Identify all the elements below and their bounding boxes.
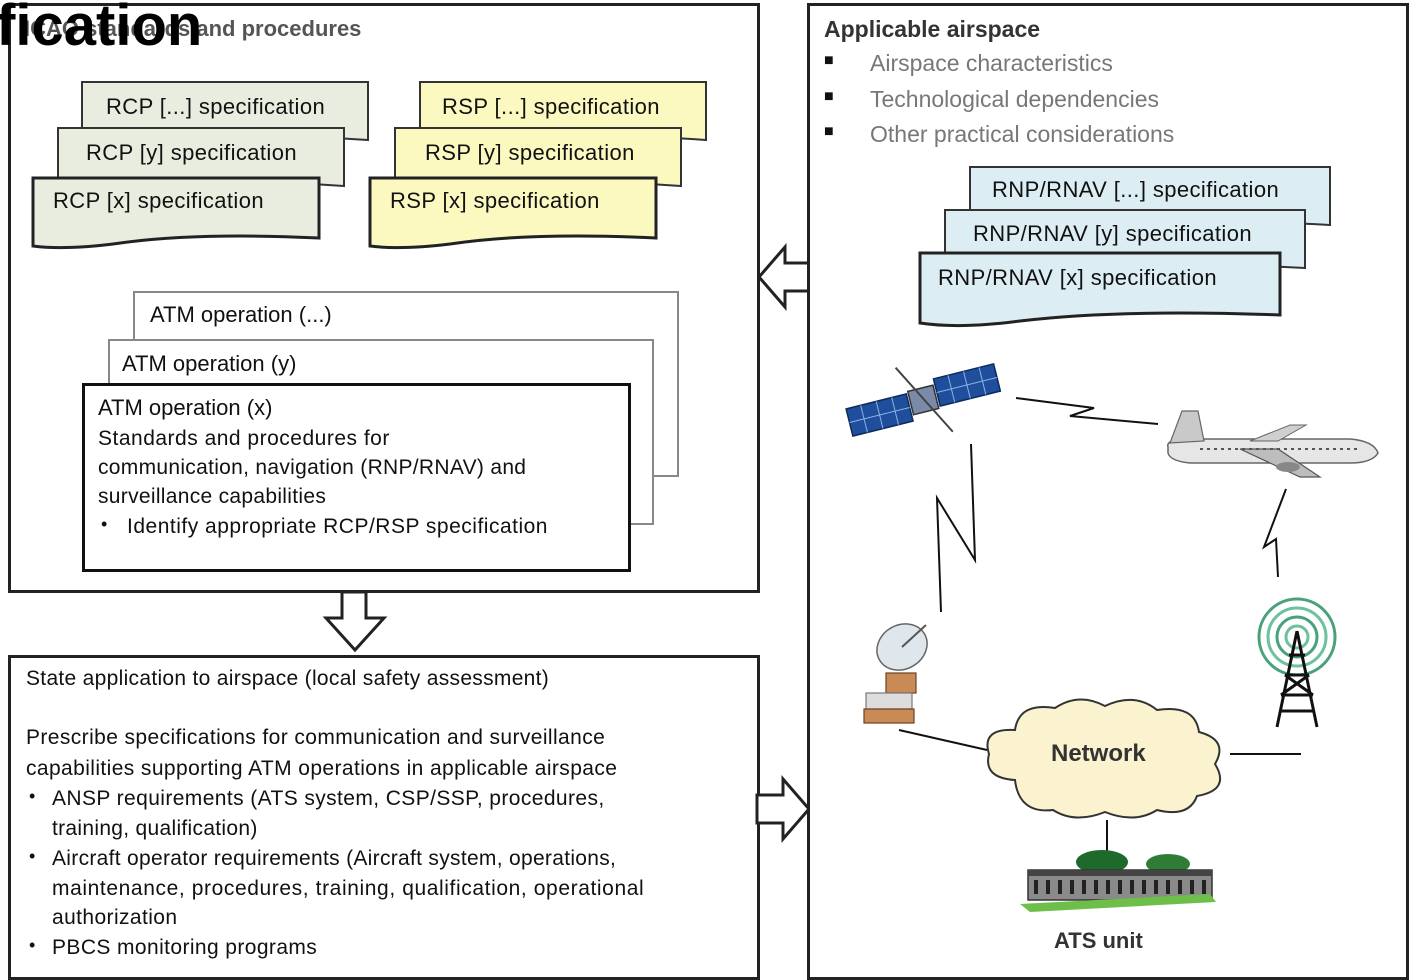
bullet-dot: • (29, 935, 36, 955)
rcp-spec-label-middle: RCP [y] specification (86, 140, 297, 165)
rcp-spec-label-back: RCP [...] specification (106, 94, 326, 119)
bullet-square: ■ (824, 52, 834, 69)
bullet-dot: • (29, 786, 36, 806)
bullet-square: ■ (824, 88, 834, 105)
network-label: Network (1051, 740, 1146, 767)
network-cloud-icon (986, 698, 1221, 819)
prescribe-line-2: capabilities supporting ATM operations i… (26, 757, 618, 780)
rsp-spec-label-front: RSP [x] specification (390, 188, 600, 213)
airspace-bullet-2: Technological dependencies (870, 86, 1159, 112)
rnp-spec-label-back: RNP/RNAV [...] specification (992, 177, 1280, 202)
state-application-panel (8, 655, 760, 980)
airspace-heading: Applicable airspace (824, 16, 1041, 42)
atm-operation-title-front: ATM operation (x) (98, 395, 273, 420)
radio-tower-icon (1257, 597, 1337, 728)
ats-building-icon (1020, 850, 1216, 912)
state-application-heading: State application to airspace (local saf… (26, 667, 550, 690)
aircraft-req-line-2: maintenance, procedures, training, quali… (52, 877, 645, 900)
rsp-spec-label-back: RSP [...] specification (442, 94, 660, 119)
aircraft-req-line-3: authorization (52, 906, 178, 929)
ansp-req-line-2: training, qualification) (52, 817, 258, 840)
overlay-title: ification (0, 0, 203, 58)
prescribe-line-1: Prescribe specifications for communicati… (26, 726, 606, 749)
atm-operation-line-2: communication, navigation (RNP/RNAV) and (98, 456, 527, 479)
ansp-req-line-1: ANSP requirements (ATS system, CSP/SSP, … (52, 787, 605, 810)
icao-panel-heading: ICAO standards and procedures (24, 16, 362, 41)
bullet-square: ■ (824, 123, 834, 140)
aircraft-req-line-1: Aircraft operator requirements (Aircraft… (52, 847, 617, 870)
satellite-icon (845, 362, 1002, 437)
rsp-spec-label-middle: RSP [y] specification (425, 140, 635, 165)
rcp-spec-label-front: RCP [x] specification (53, 188, 264, 213)
rnp-spec-label-middle: RNP/RNAV [y] specification (973, 221, 1252, 246)
plane-tower-link-icon (1261, 488, 1287, 578)
sat-plane-link-icon (1015, 397, 1159, 425)
down-arrow-icon (322, 590, 388, 653)
airspace-bullet-1: Airspace characteristics (870, 50, 1113, 76)
atm-operation-label-back: ATM operation (...) (150, 302, 332, 327)
sat-dish-link-icon (935, 443, 977, 613)
atm-operation-line-3: surveillance capabilities (98, 485, 327, 508)
airplane-icon (1167, 410, 1379, 478)
atm-operation-bullet-dot: • (101, 514, 108, 534)
rnp-spec-label-front: RNP/RNAV [x] specification (938, 265, 1217, 290)
atm-operation-label-middle: ATM operation (y) (122, 351, 297, 376)
ats-unit-label: ATS unit (1054, 928, 1143, 953)
right-arrow-icon (755, 775, 811, 843)
pbcs-monitoring-line: PBCS monitoring programs (52, 936, 318, 959)
atm-operation-box-front (82, 383, 631, 572)
bullet-dot: • (29, 846, 36, 866)
left-arrow-icon (757, 243, 813, 311)
airspace-bullet-3: Other practical considerations (870, 121, 1175, 147)
applicable-airspace-panel (807, 3, 1409, 980)
atm-operation-line-1: Standards and procedures for (98, 427, 390, 450)
radar-dish-icon (863, 623, 928, 724)
atm-operation-bullet: Identify appropriate RCP/RSP specificati… (127, 515, 548, 538)
